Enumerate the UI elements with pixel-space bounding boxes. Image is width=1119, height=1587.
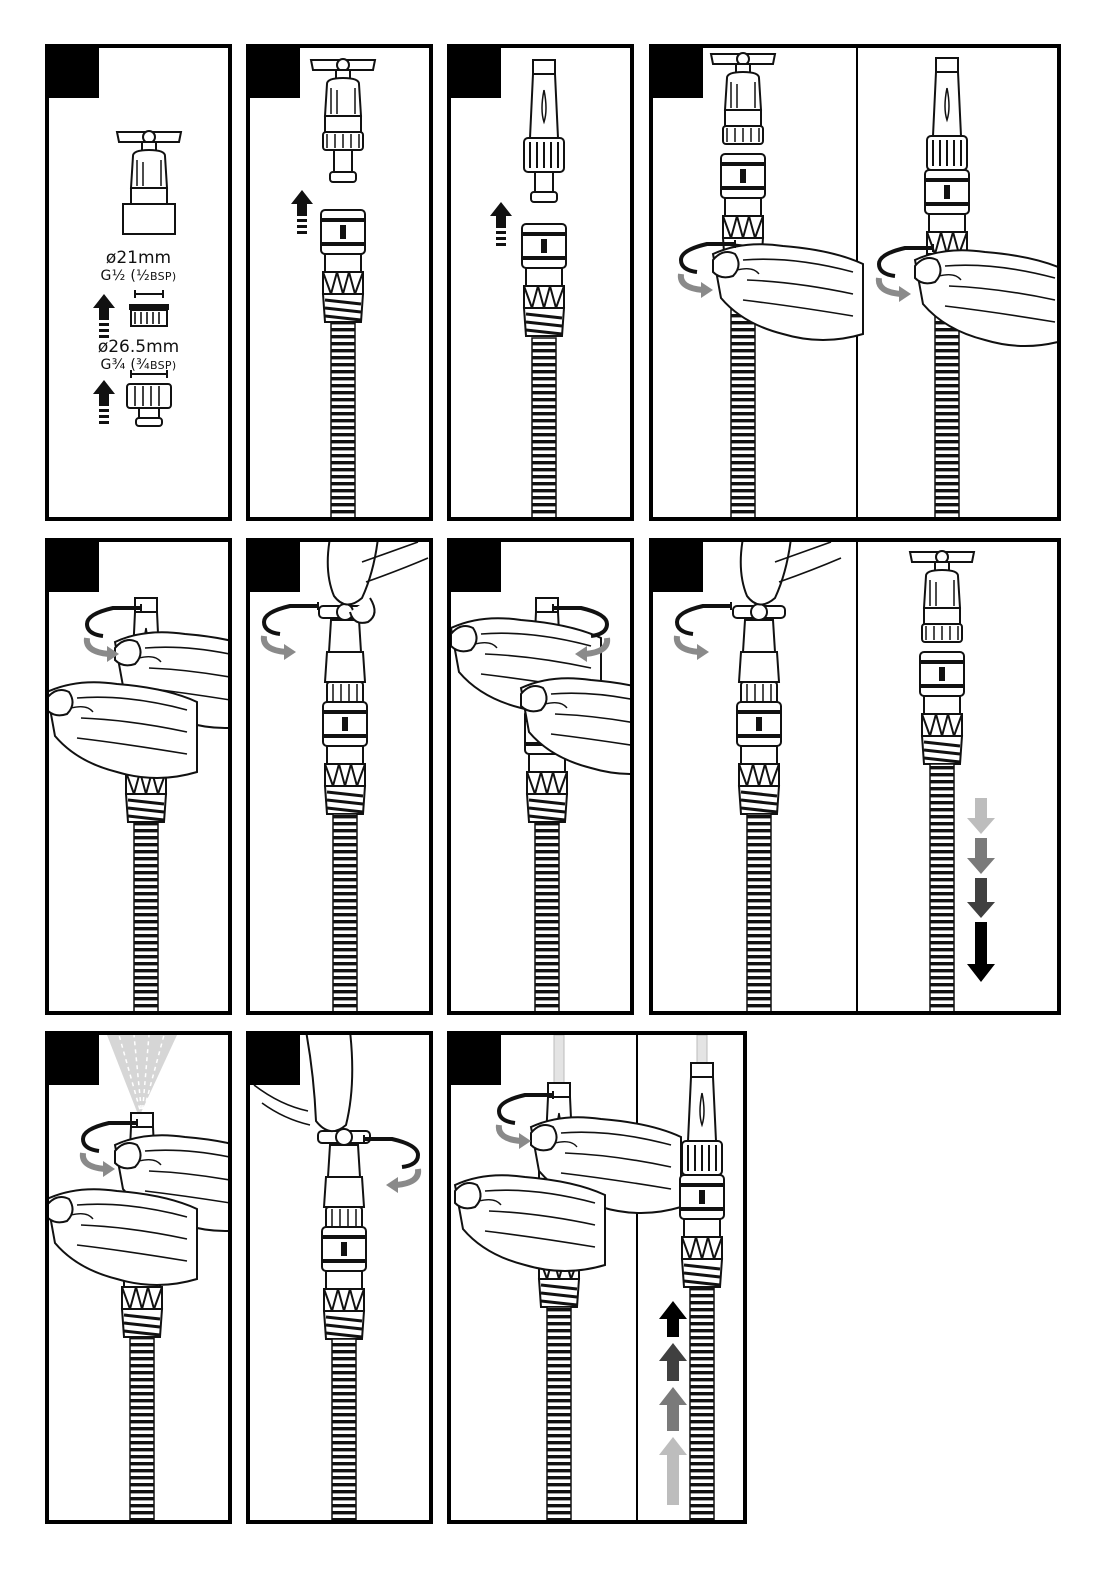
close-tap-illustration [250,1035,429,1520]
spec-26mm: ø26.5mm G¾ (¾BSP) [49,337,228,373]
up-arrow-icon [490,202,512,246]
adjust-nozzle-on-illustration [451,542,630,1011]
spec-21mm: ø21mm G½ (½BSP) [49,248,228,284]
open-tap-illustration [250,542,429,1011]
adapter-26mm-icon [127,370,171,426]
spray-illustration [49,1035,228,1520]
rotate-arrow-icon [677,602,731,660]
rotate-arrow-icon [364,1135,418,1193]
tighten-connector-illustration [653,48,1057,517]
spec-26mm-diameter: ø26.5mm [49,337,228,357]
up-arrow-icon [93,380,115,424]
release-connector-illustration [451,1035,743,1520]
step-panel-5 [45,538,232,1015]
connect-tap-illustration [250,48,429,517]
flow-down-arrows-icon [967,798,995,982]
up-arrow-icon [93,294,115,338]
water-flow-illustration [653,542,1057,1011]
step-panel-11 [447,1031,747,1524]
step-panel-10 [246,1031,433,1524]
rotate-arrow-icon [264,602,318,660]
water-spray [107,1035,177,1117]
adapter-21mm-icon [129,290,169,326]
spec-21mm-diameter: ø21mm [49,248,228,268]
flow-up-arrows-icon [659,1301,687,1505]
step-panel-7 [447,538,634,1015]
step-panel-8 [649,538,1061,1015]
step-panel-1: ø21mm G½ (½BSP) ø26.5mm G¾ (¾BSP) [45,44,232,521]
step-panel-6 [246,538,433,1015]
up-arrow-icon [291,190,313,234]
spec-21mm-thread: G½ (½BSP) [49,268,228,284]
adjust-nozzle-off-illustration [49,542,228,1011]
step-panel-4 [649,44,1061,521]
spec-26mm-thread: G¾ (¾BSP) [49,357,228,373]
connect-nozzle-illustration [451,48,630,517]
step-panel-9 [45,1031,232,1524]
step-panel-3 [447,44,634,521]
step-panel-2 [246,44,433,521]
